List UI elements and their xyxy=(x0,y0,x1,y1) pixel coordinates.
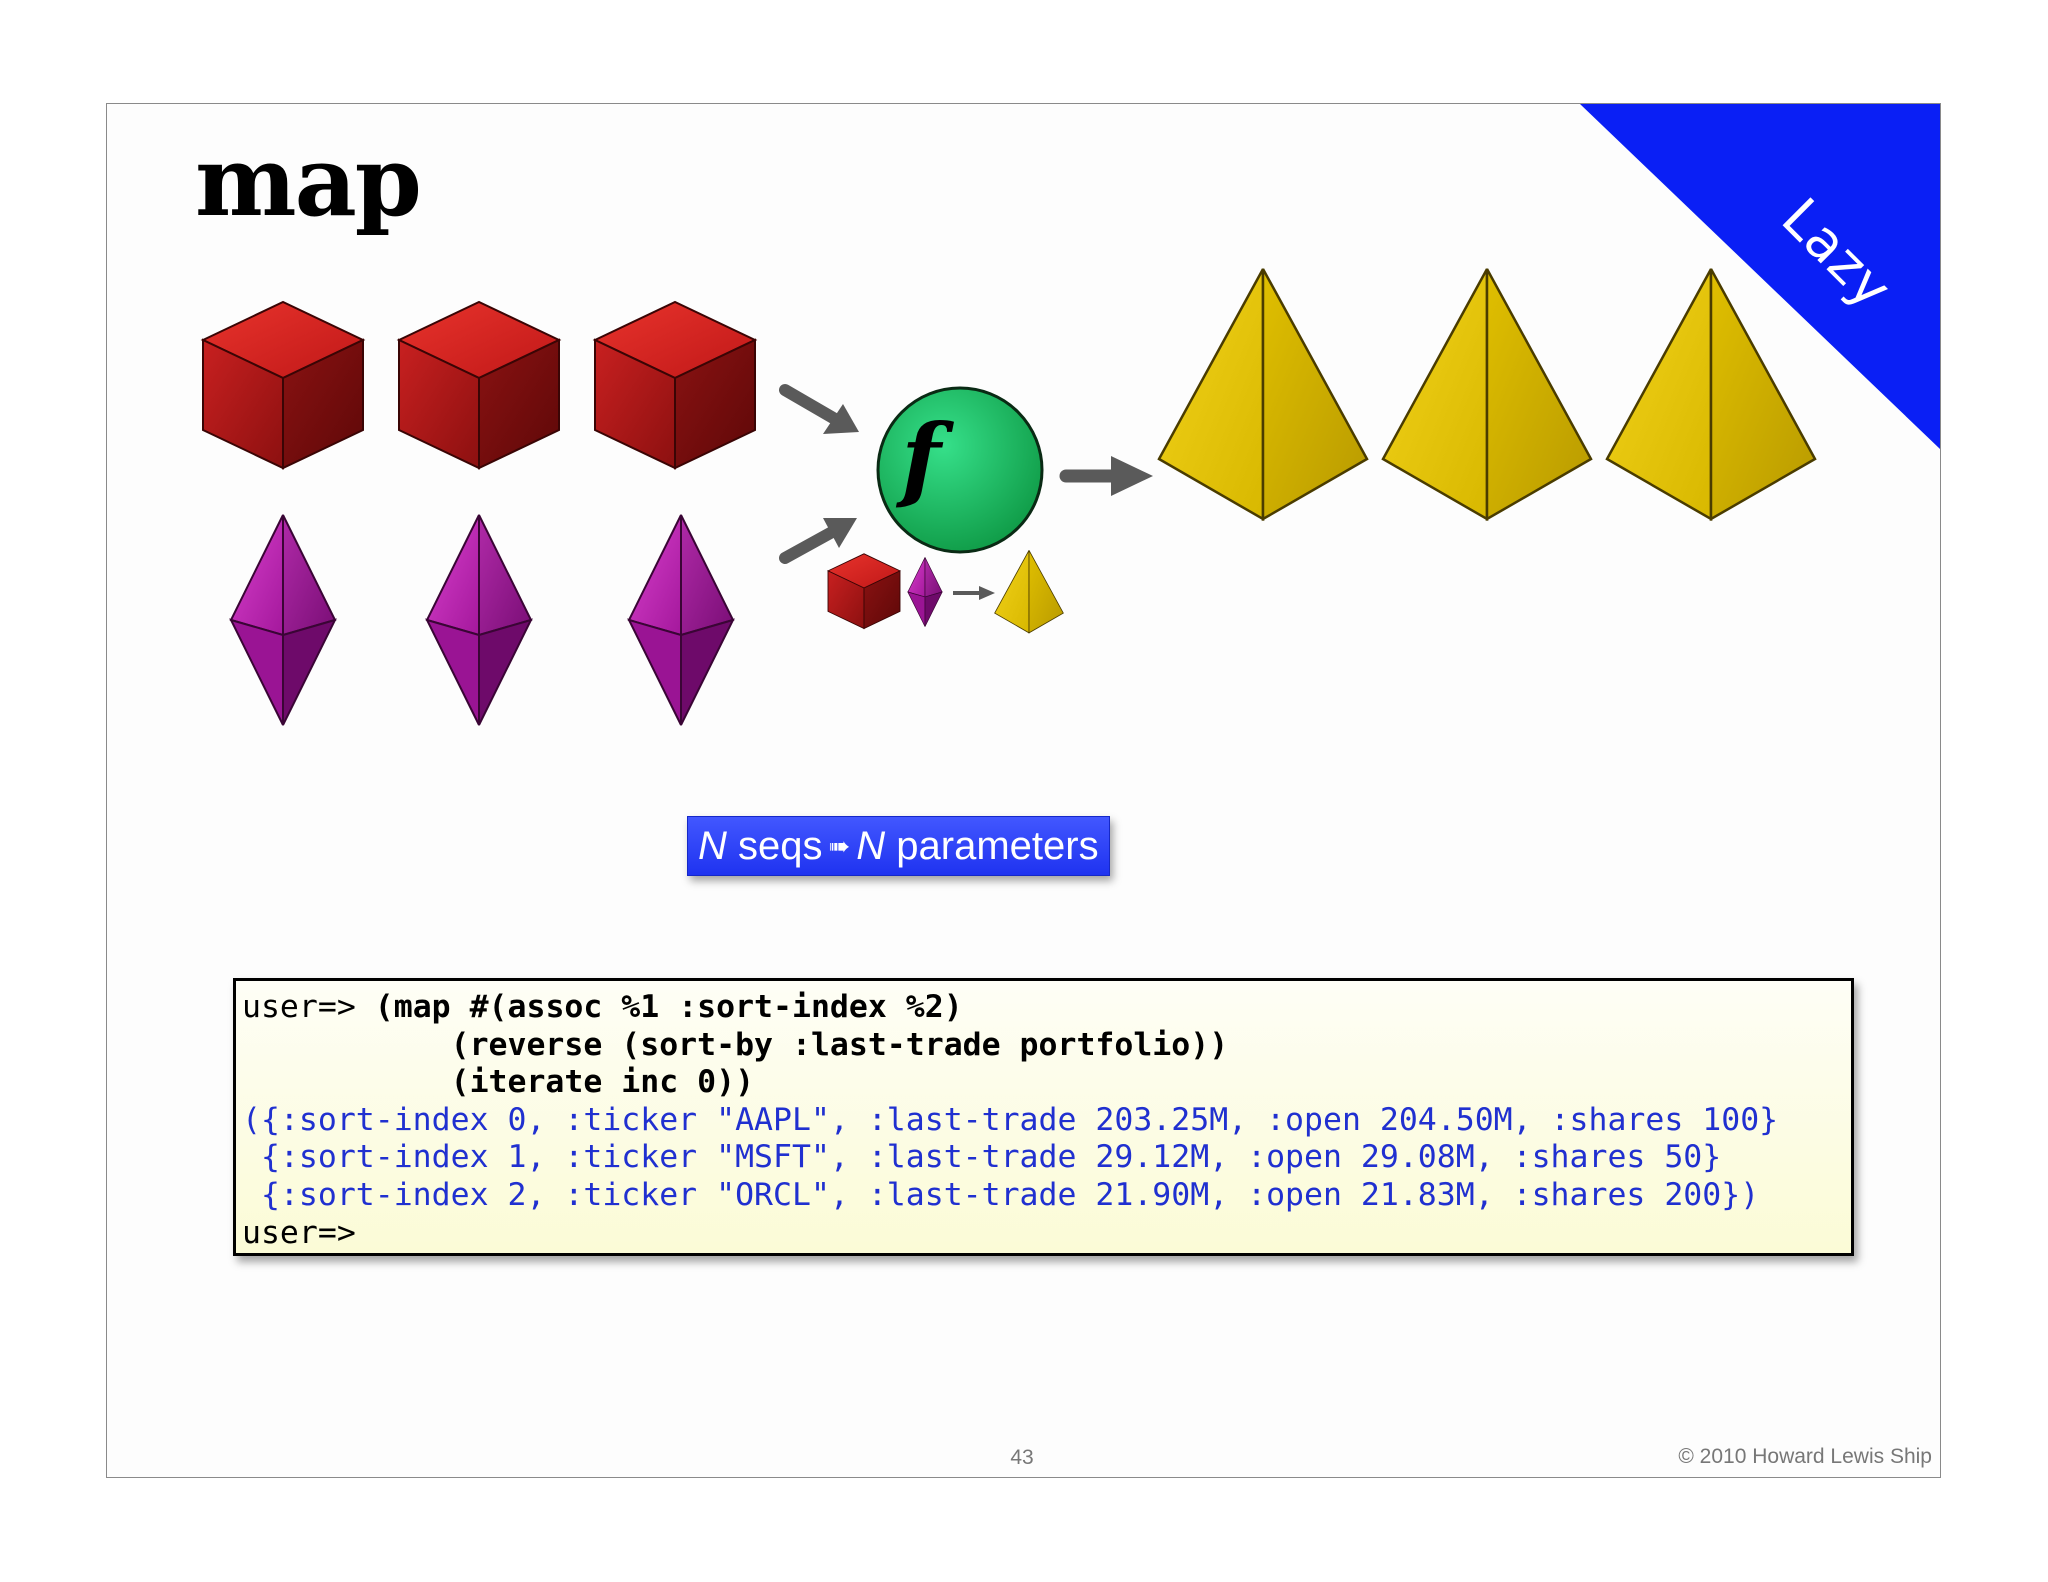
small-octahedron xyxy=(907,557,943,627)
callout-params-text: parameters xyxy=(885,824,1099,868)
map-diagram xyxy=(202,267,1817,726)
small-cube xyxy=(827,553,901,629)
small-arrow xyxy=(953,586,995,600)
cube-3 xyxy=(594,301,756,469)
lazy-banner xyxy=(1580,104,1940,449)
callout-seqs-text: seqs xyxy=(726,824,823,868)
pyramid-2 xyxy=(1381,267,1593,521)
input-arrow-top xyxy=(779,384,859,434)
input-arrow-bottom xyxy=(779,518,857,564)
copyright: © 2010 Howard Lewis Ship xyxy=(1678,1445,1932,1468)
callout-arrow-icon: ➠ xyxy=(828,831,851,861)
octahedron-1 xyxy=(230,514,336,726)
octahedron-3 xyxy=(628,514,734,726)
cube-2 xyxy=(398,301,560,469)
repl-input-line: (reverse (sort-by :last-trade portfolio)… xyxy=(242,1026,1229,1063)
repl-prompt: user=> xyxy=(242,989,375,1025)
page-number: 43 xyxy=(1010,1446,1034,1469)
function-circle xyxy=(876,386,1044,554)
repl-code: user=> (map #(assoc %1 :sort-index %2) (… xyxy=(242,989,1851,1252)
callout-n-seqs: N xyxy=(698,824,727,868)
repl-final-prompt: user=> xyxy=(242,1214,356,1251)
output-arrow xyxy=(1059,456,1153,496)
callout-box: N seqs➠N parameters xyxy=(687,816,1110,876)
repl-input-line: (map #(assoc %1 :sort-index %2) xyxy=(374,989,963,1025)
slide-title: map xyxy=(195,125,422,238)
repl-output-line: ({:sort-index 0, :ticker "AAPL", :last-t… xyxy=(242,1101,1779,1138)
repl-output-line: {:sort-index 1, :ticker "MSFT", :last-tr… xyxy=(242,1139,1722,1176)
cube-1 xyxy=(202,301,364,469)
repl-output-line: {:sort-index 2, :ticker "ORCL", :last-tr… xyxy=(242,1176,1760,1213)
function-label: f xyxy=(901,404,941,512)
callout-n-params: N xyxy=(856,824,886,868)
pyramid-1 xyxy=(1157,267,1369,521)
slide: map Lazy xyxy=(106,103,1941,1478)
repl-session: user=> (map #(assoc %1 :sort-index %2) (… xyxy=(233,978,1854,1256)
pyramid-3 xyxy=(1605,267,1817,521)
small-pyramid xyxy=(994,549,1064,634)
repl-input-line: (iterate inc 0)) xyxy=(242,1064,755,1101)
octahedron-2 xyxy=(426,514,532,726)
